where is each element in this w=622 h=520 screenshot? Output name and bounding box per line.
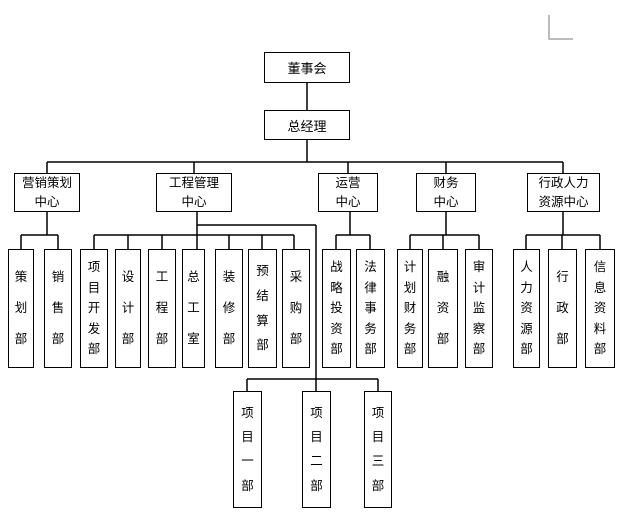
node-dept-legal-affairs: 法律事务部 [356, 249, 385, 368]
node-center-engineering-management: 工程管理 中心 [156, 173, 232, 212]
connector-projects-group [246, 225, 379, 391]
node-dept-planning-finance: 计划财务部 [397, 249, 423, 368]
connector-root-rail [46, 83, 564, 173]
node-project-1: 项目一部 [233, 391, 262, 508]
connector-operations-group [335, 212, 371, 249]
node-center-admin-hr: 行政人力 资源中心 [527, 173, 600, 212]
node-dept-decoration: 装修部 [215, 249, 243, 368]
center-label-line: 资源中心 [538, 193, 589, 209]
connector-admin-hr-group [525, 212, 601, 249]
node-dept-sales: 销售部 [44, 249, 72, 368]
connector-marketing-group [20, 212, 59, 249]
node-dept-design: 设计部 [115, 249, 141, 368]
node-dept-information: 信息资料部 [585, 249, 615, 368]
node-general-manager-label: 总经理 [287, 119, 327, 135]
node-general-manager: 总经理 [264, 110, 350, 140]
node-center-marketing-planning: 营销策划 中心 [14, 173, 80, 212]
node-dept-financing: 融资部 [428, 249, 458, 368]
corner-mark [548, 15, 573, 40]
center-label-line: 中心 [433, 193, 459, 209]
center-label-line: 营销策划 [21, 175, 72, 191]
node-project-3: 项目三部 [364, 391, 392, 508]
center-label-line: 运营 [335, 175, 361, 191]
node-dept-planning: 策划部 [8, 249, 34, 368]
center-label-line: 行政人力 [538, 175, 589, 191]
node-board-label: 董事会 [287, 62, 327, 77]
center-label-line: 中心 [335, 193, 361, 209]
center-label-line: 财务 [433, 175, 459, 191]
node-dept-chief-engineer-office: 总工室 [182, 249, 205, 368]
center-label-line: 中心 [34, 193, 60, 209]
node-dept-project-development: 项目开发部 [80, 249, 108, 368]
center-label-line: 工程管理 [168, 175, 219, 191]
center-label-line: 中心 [181, 193, 207, 209]
node-dept-procurement: 采购部 [282, 249, 310, 368]
connector-engineering-group [93, 212, 316, 249]
node-center-finance: 财务 中心 [416, 173, 476, 212]
node-dept-budget-settlement: 预结算部 [248, 249, 277, 368]
node-dept-engineering: 工程部 [148, 249, 176, 368]
node-dept-strategic-investment: 战略投资部 [322, 249, 351, 368]
node-dept-audit-supervision: 审计监察部 [465, 249, 493, 368]
node-dept-human-resources: 人力资源部 [513, 249, 540, 368]
node-dept-administration: 行政部 [548, 249, 577, 368]
node-board: 董事会 [264, 52, 350, 83]
connector-finance-group [409, 212, 480, 249]
node-center-operations: 运营 中心 [318, 173, 378, 212]
node-project-2: 项目二部 [302, 391, 331, 508]
